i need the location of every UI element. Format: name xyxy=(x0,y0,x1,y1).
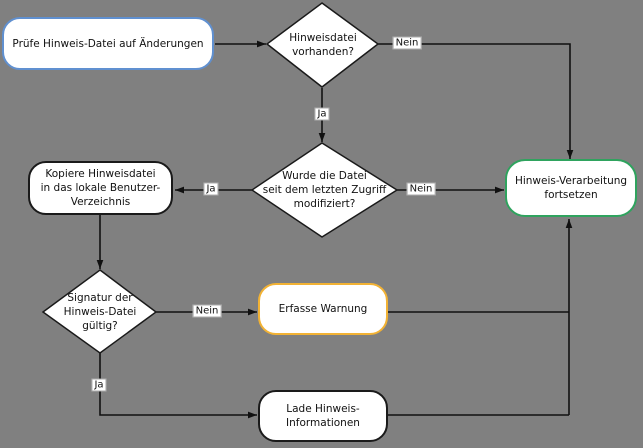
node-hinweis-verarbeitung-fortsetzen: Hinweis-Verarbeitung fortsetzen xyxy=(505,159,637,217)
edge-vorhanden-nein-to-fortsetzen xyxy=(378,43,574,159)
decision-diamond-datei-modifiziert xyxy=(250,142,399,238)
edge-label-ja-modifiziert: Ja xyxy=(203,182,219,196)
edge-label-ja-vorhanden: Ja xyxy=(314,107,330,121)
node-lade-hinweis-informationen: Lade Hinweis- Informationen xyxy=(258,390,388,442)
node-pruefe-hinweis-datei: Prüfe Hinweis-Datei auf Änderungen xyxy=(2,17,214,70)
decision-diamond-signatur-gueltig xyxy=(41,269,158,354)
edge-label-ja-signatur: Ja xyxy=(91,378,107,392)
node-erfasse-warnung: Erfasse Warnung xyxy=(258,283,388,335)
node-kopiere-hinweisdatei: Kopiere Hinweisdatei in das lokale Benut… xyxy=(28,161,173,215)
edge-label-nein-vorhanden: Nein xyxy=(392,36,422,50)
edge-signatur-ja-to-lade xyxy=(99,353,257,419)
edge-label-nein-modifiziert: Nein xyxy=(406,182,436,196)
decision-diamond-hinweisdatei-vorhanden xyxy=(265,2,380,88)
edge-label-nein-signatur: Nein xyxy=(192,304,222,318)
